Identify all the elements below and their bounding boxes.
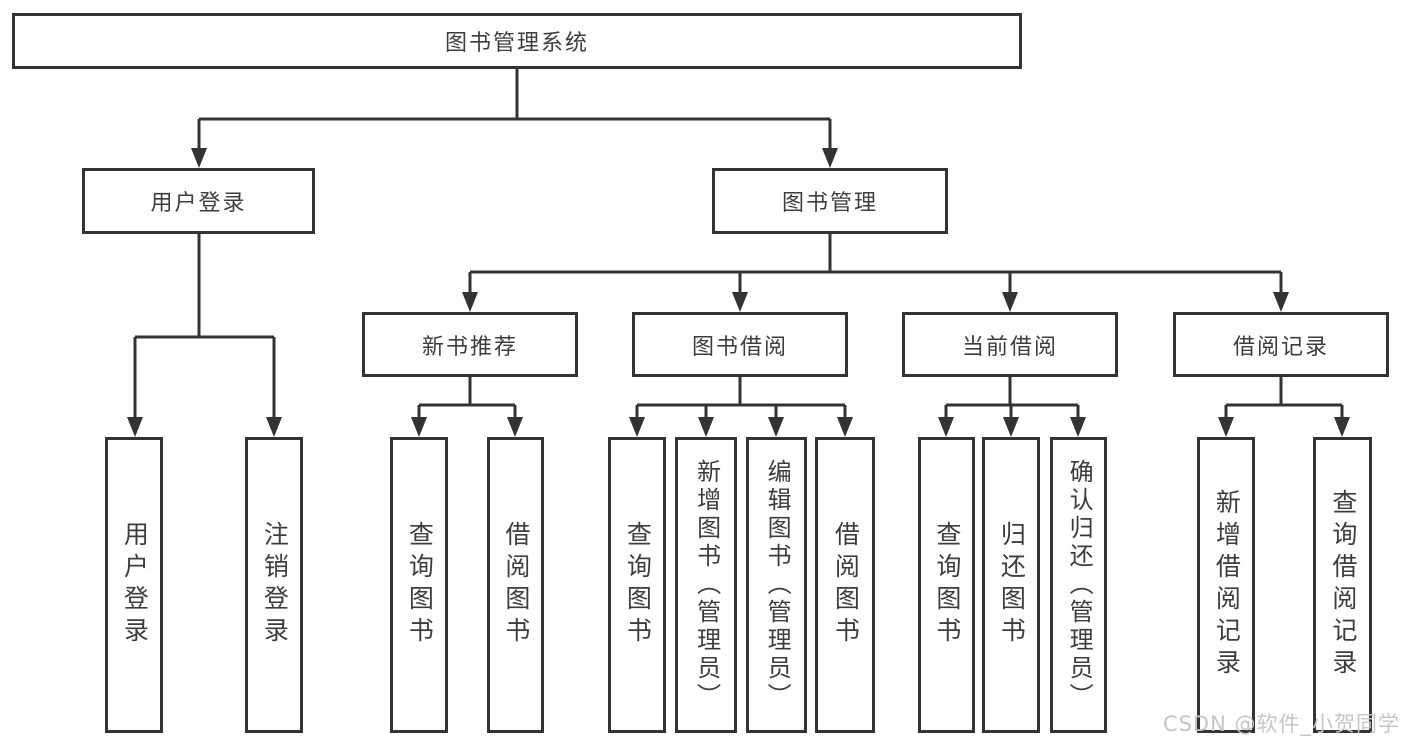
leaf-add-borrow-record: 新增借阅记录 — [1197, 437, 1255, 733]
leaf-query-books-current: 查询图书 — [918, 437, 975, 733]
leaf-confirm-return-admin-label: 确认归还（管理员） — [1065, 459, 1094, 711]
leaf-query-books-recommend-label: 查询图书 — [405, 521, 435, 649]
leaf-query-books-current-label: 查询图书 — [932, 521, 962, 649]
node-current-borrowing: 当前借阅 — [902, 312, 1118, 377]
node-user-login: 用户登录 — [82, 168, 315, 234]
watermark: CSDN @软件_小贺同学 — [1162, 712, 1400, 736]
leaf-borrow-books-label: 借阅图书 — [831, 521, 861, 649]
leaf-edit-books-admin-label: 编辑图书（管理员） — [763, 459, 792, 711]
node-root: 图书管理系统 — [12, 13, 1022, 69]
arrowheads — [127, 148, 1350, 437]
leaf-logout: 注销登录 — [245, 437, 303, 733]
leaf-borrow-books: 借阅图书 — [815, 437, 875, 733]
leaf-add-borrow-record-label: 新增借阅记录 — [1212, 489, 1242, 681]
node-borrowing-records: 借阅记录 — [1173, 312, 1389, 377]
leaf-query-books-borrowing-label: 查询图书 — [623, 521, 653, 649]
node-book-management: 图书管理 — [712, 168, 948, 234]
leaf-user-login-label: 用户登录 — [120, 521, 150, 649]
leaf-query-borrow-record: 查询借阅记录 — [1313, 437, 1372, 733]
leaf-edit-books-admin: 编辑图书（管理员） — [746, 437, 807, 733]
node-book-borrowing: 图书借阅 — [632, 312, 848, 377]
node-new-book-recommend: 新书推荐 — [362, 312, 578, 377]
tree-edges — [133, 69, 1344, 419]
leaf-borrow-books-recommend: 借阅图书 — [487, 437, 544, 733]
leaf-query-borrow-record-label: 查询借阅记录 — [1328, 489, 1358, 681]
leaf-borrow-books-recommend-label: 借阅图书 — [501, 521, 531, 649]
leaf-add-books-admin: 新增图书（管理员） — [675, 437, 737, 733]
leaf-logout-label: 注销登录 — [260, 521, 290, 649]
leaf-return-books-label: 归还图书 — [997, 521, 1027, 649]
leaf-confirm-return-admin: 确认归还（管理员） — [1050, 437, 1107, 733]
leaf-user-login: 用户登录 — [105, 437, 163, 733]
leaf-query-books-borrowing: 查询图书 — [608, 437, 666, 733]
leaf-query-books-recommend: 查询图书 — [390, 437, 448, 733]
leaf-return-books: 归还图书 — [982, 437, 1040, 733]
leaf-add-books-admin-label: 新增图书（管理员） — [692, 459, 721, 711]
